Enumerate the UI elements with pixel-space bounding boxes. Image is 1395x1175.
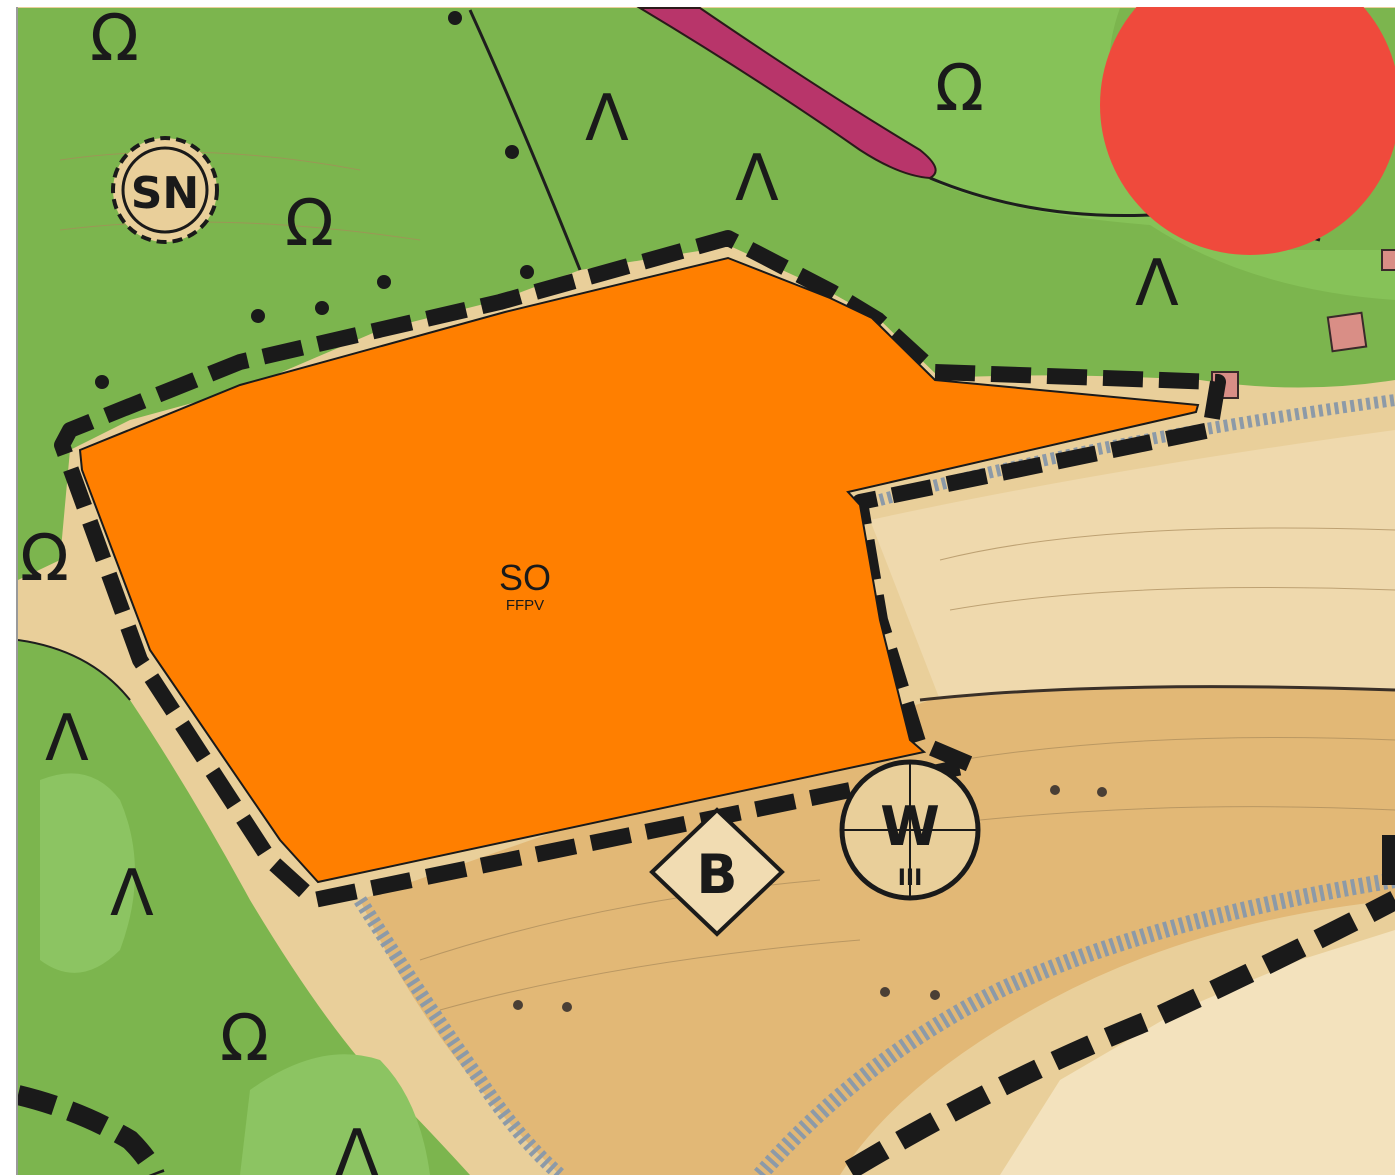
light-field-lower-right (1000, 930, 1395, 1175)
grass-mark: Λ (735, 142, 779, 216)
zone-label: SO FFPV (445, 557, 605, 614)
zone-use: FFPV (505, 597, 545, 614)
small-building-edge (1381, 249, 1395, 271)
gravel-strip-east (878, 394, 1395, 506)
w-sublabel: III (898, 866, 923, 891)
meadow-light (700, 8, 1395, 300)
point-markers (513, 785, 1107, 1012)
light-field-right (870, 430, 1395, 700)
w-label: W (880, 795, 940, 858)
frame-margin-left (0, 0, 16, 1175)
grass-mark: Λ (1135, 247, 1179, 321)
small-building-east (1326, 311, 1368, 353)
gravel-strip-southwest (354, 896, 565, 1175)
tree-markers (95, 11, 534, 389)
omega-mark: Ω (285, 187, 334, 261)
omega-mark: Ω (90, 2, 139, 76)
map-lettering: SN W III B (131, 168, 940, 906)
red-circle-marker (1100, 0, 1395, 255)
gravel-strip-south (753, 872, 1395, 1175)
road-magenta (636, 7, 937, 180)
zone-area-so (78, 256, 1200, 884)
grass-mark: Λ (585, 82, 629, 156)
boundary-line-field (919, 685, 1395, 702)
boundary-dashed-edge (1382, 835, 1395, 885)
sn-symbol (111, 136, 219, 244)
grass-mark: Λ (45, 702, 89, 776)
b-symbol (649, 807, 785, 937)
b-label: B (696, 843, 737, 906)
w-symbol (839, 759, 981, 901)
meadow-patch-south (240, 1054, 430, 1175)
grass-mark: Λ (335, 1117, 379, 1175)
sn-label: SN (131, 168, 200, 219)
land-use-marks: Λ Λ Λ Λ Λ Λ Ω Ω Ω Ω Ω (20, 2, 1179, 1175)
omega-mark: Ω (20, 522, 69, 596)
omega-mark: Ω (935, 52, 984, 126)
zone-code: SO (498, 557, 551, 598)
boundary-line-north (468, 9, 582, 271)
zone-boundary-dashed (54, 230, 1226, 908)
frame-margin-top (0, 0, 1395, 7)
grass-mark: Λ (110, 857, 154, 931)
boundary-dashed-southwest (15, 1085, 165, 1175)
meadow-patch-west (40, 773, 135, 973)
omega-mark: Ω (220, 1002, 269, 1076)
boundary-line-west (17, 639, 131, 701)
meadow-southwest (18, 640, 470, 1175)
